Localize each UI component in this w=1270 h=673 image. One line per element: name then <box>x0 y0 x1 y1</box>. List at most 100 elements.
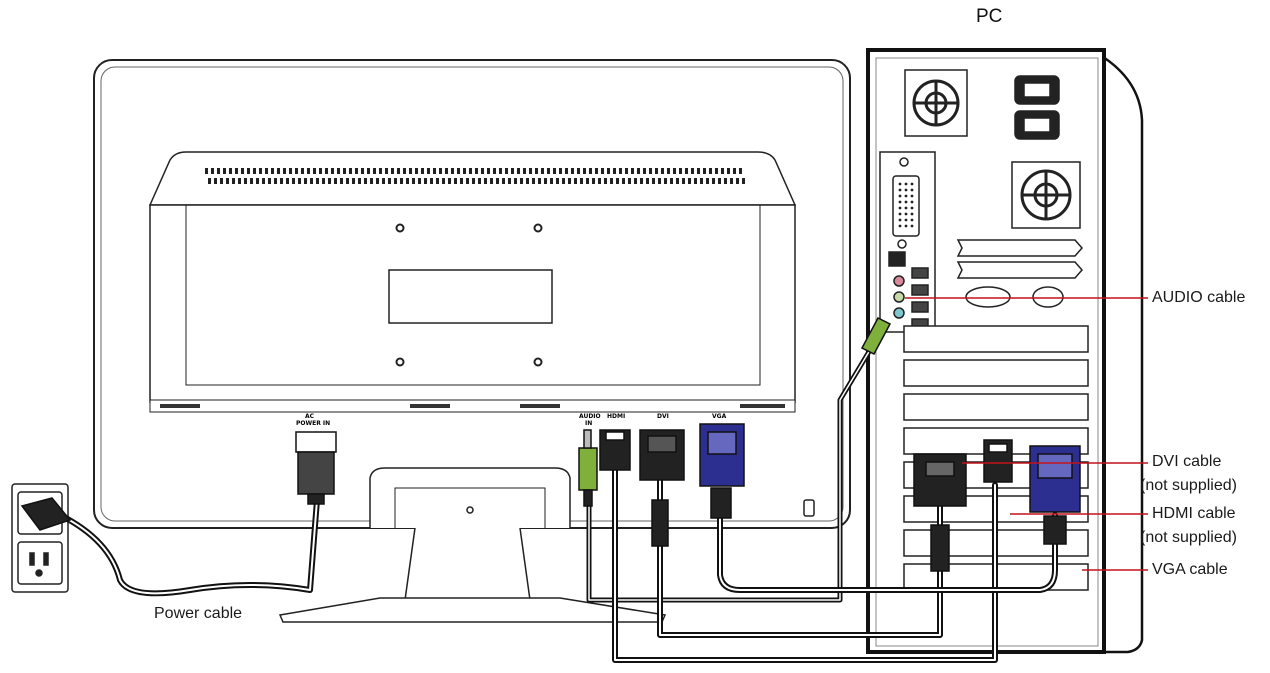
vent-slot <box>400 178 403 184</box>
vent-slot <box>580 178 583 184</box>
vent-slot <box>211 168 214 174</box>
vent-slot <box>583 168 586 174</box>
vent-slot <box>670 178 673 184</box>
vent-slot <box>619 168 622 174</box>
vent-slot <box>661 168 664 174</box>
vent-slot <box>457 168 460 174</box>
vent-slot <box>676 178 679 184</box>
pc-label: PC <box>976 6 1003 27</box>
vent-slot <box>238 178 241 184</box>
vent-slot <box>427 168 430 174</box>
vent-slot <box>568 178 571 184</box>
vent-slot <box>460 178 463 184</box>
port-label-audio: AUDIO <box>579 413 601 420</box>
port-label-vga: VGA <box>712 413 727 420</box>
vent-slot <box>418 178 421 184</box>
vent-slot <box>205 168 208 174</box>
vent-slot <box>385 168 388 174</box>
vent-slot <box>643 168 646 174</box>
vesa-mount-holes <box>395 223 543 367</box>
callout-lines <box>905 297 1148 571</box>
vent-slot <box>268 178 271 184</box>
vent-slot <box>478 178 481 184</box>
parallel-port-pin <box>910 200 914 204</box>
vent-slot <box>253 168 256 174</box>
vent-slot <box>559 168 562 174</box>
vent-slot <box>592 178 595 184</box>
vent-slot <box>574 178 577 184</box>
vent-slot <box>532 178 535 184</box>
vent-slot <box>316 178 319 184</box>
power-cable-label: Power cable <box>154 605 243 622</box>
vent-slot <box>598 178 601 184</box>
parallel-port-pin <box>904 182 908 186</box>
vent-slot <box>493 168 496 174</box>
parallel-port-pin <box>904 218 908 222</box>
vent-slot <box>556 178 559 184</box>
vent-slot <box>571 168 574 174</box>
vent-slot <box>262 178 265 184</box>
vent-slot <box>649 168 652 174</box>
vent-slot <box>415 168 418 174</box>
vent-slot <box>409 168 412 174</box>
vent-slot <box>538 178 541 184</box>
vent-slot <box>475 168 478 174</box>
parallel-port-pin <box>898 200 902 204</box>
vent-slot <box>709 168 712 174</box>
vent-slot <box>208 178 211 184</box>
vent-slot <box>343 168 346 174</box>
vent-slot <box>667 168 670 174</box>
vent-slot <box>565 168 568 174</box>
vent-slot <box>454 178 457 184</box>
vent-slot <box>352 178 355 184</box>
vent-slot <box>259 168 262 174</box>
parallel-port-pin <box>904 206 908 210</box>
vent-slot <box>226 178 229 184</box>
vent-slot <box>541 168 544 174</box>
parallel-port-pin <box>910 206 914 210</box>
vent-slot <box>535 168 538 174</box>
vent-slot <box>625 168 628 174</box>
vent-slot <box>232 178 235 184</box>
parallel-port-pin <box>910 194 914 198</box>
mic-jack <box>893 275 905 287</box>
audio-plug-pc <box>860 317 892 355</box>
wall-outlet <box>11 483 69 593</box>
vent-slot <box>313 168 316 174</box>
vent-slot <box>628 178 631 184</box>
vent-slot <box>724 178 727 184</box>
line-in-jack <box>893 307 905 319</box>
vent-slot <box>247 168 250 174</box>
vent-slot <box>682 178 685 184</box>
vent-slot <box>730 178 733 184</box>
vent-slot <box>256 178 259 184</box>
parallel-port-pin <box>898 218 902 222</box>
parallel-port-pin <box>910 224 914 228</box>
parallel-port-pin <box>898 206 902 210</box>
vent-slot <box>673 168 676 174</box>
vent-slot <box>610 178 613 184</box>
pc-rear-fan <box>1011 161 1081 229</box>
vent-slot <box>547 168 550 174</box>
vent-slot <box>511 168 514 174</box>
parallel-port-pin <box>904 212 908 216</box>
vent-slot <box>502 178 505 184</box>
vent-slot <box>304 178 307 184</box>
vent-slot <box>331 168 334 174</box>
vent-slot <box>283 168 286 174</box>
vent-slot <box>508 178 511 184</box>
vent-slot <box>469 168 472 174</box>
vent-slot <box>424 178 427 184</box>
vent-slot <box>244 178 247 184</box>
vent-slot <box>289 168 292 174</box>
vent-slot <box>586 178 589 184</box>
vent-slot <box>403 168 406 174</box>
vent-slot <box>373 168 376 174</box>
vent-slot <box>664 178 667 184</box>
parallel-port-pin <box>898 188 902 192</box>
vent-slot <box>703 168 706 174</box>
vent-slot <box>562 178 565 184</box>
vent-slot <box>349 168 352 174</box>
vent-slot <box>445 168 448 174</box>
hdmi-cable-note: (not supplied) <box>1140 529 1237 546</box>
